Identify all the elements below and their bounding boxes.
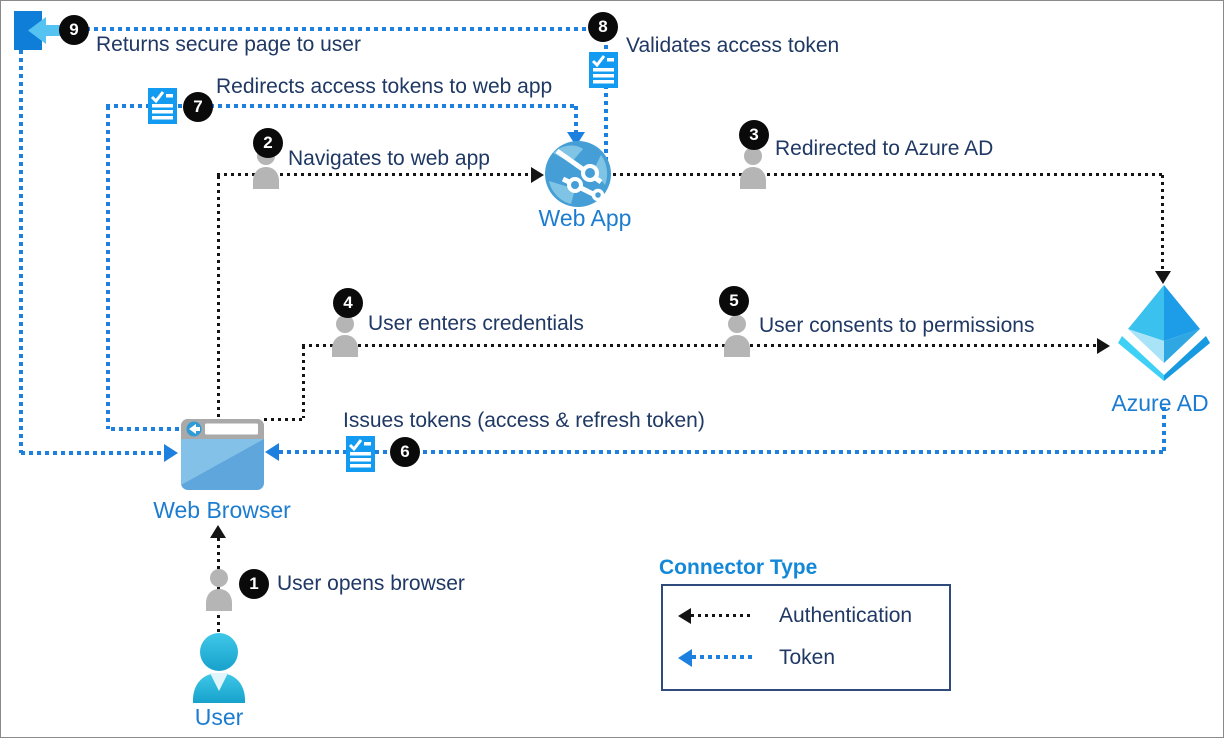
token-line-step7-exit — [111, 427, 182, 431]
legend-authentication-label: Authentication — [779, 604, 913, 627]
step-label-1: User opens browser — [277, 572, 465, 595]
step-badge-4: 4 — [333, 288, 363, 318]
step-label-8: Validates access token — [626, 34, 840, 57]
token-line-step9-top — [46, 27, 588, 31]
auth-line-step2-horizontal — [217, 173, 531, 176]
step-label-3: Redirected to Azure AD — [775, 137, 994, 160]
token-line-step7-across — [106, 104, 576, 108]
step-badge-6: 6 — [390, 437, 420, 467]
arrowhead-into-browser-right — [265, 443, 279, 461]
token-line-step7-drop — [574, 106, 578, 134]
token-line-step9-bottom — [21, 451, 164, 455]
step-badge-7: 7 — [183, 92, 213, 122]
step-label-5: User consents to permissions — [759, 314, 1035, 337]
arrowhead-into-webapp-left — [531, 167, 544, 183]
step-badge-5: 5 — [719, 286, 749, 316]
arrowhead-into-azuread-left — [1097, 338, 1110, 354]
legend-authentication-line — [691, 614, 751, 617]
user-icon — [189, 631, 249, 708]
step-label-2: Navigates to web app — [288, 147, 490, 170]
token-line-step9-left — [19, 50, 23, 453]
azure-ad-icon — [1118, 283, 1210, 386]
auth-line-step3-vertical — [1161, 175, 1164, 271]
user-label: User — [194, 704, 244, 730]
step-badge-2: 2 — [253, 128, 283, 158]
arrowhead-into-azuread-top — [1155, 271, 1171, 284]
token-line-step6-drop — [1162, 407, 1166, 453]
azure-ad-label: Azure AD — [1111, 390, 1209, 416]
token-icon — [346, 436, 375, 477]
web-app-globe-icon — [545, 141, 611, 212]
auth-line-step3-horizontal — [613, 173, 1164, 176]
legend-title: Connector Type — [659, 556, 818, 579]
legend-token-label: Token — [779, 646, 836, 669]
token-line-step6-across — [279, 450, 1166, 454]
person-icon — [738, 147, 768, 194]
web-browser-icon — [181, 419, 264, 495]
auth-line-step4-exit — [264, 418, 305, 421]
legend-token-arrowhead — [678, 649, 692, 667]
person-icon — [330, 315, 360, 362]
web-app-label: Web App — [538, 205, 632, 231]
token-icon — [148, 88, 177, 129]
web-browser-label: Web Browser — [153, 497, 291, 523]
auth-line-step2-vertical — [217, 176, 220, 420]
legend-box — [661, 584, 951, 691]
step-badge-3: 3 — [739, 120, 769, 150]
person-icon — [722, 315, 752, 362]
auth-line-step4-vertical — [302, 346, 305, 418]
step-label-7: Redirects access tokens to web app — [216, 75, 553, 98]
step-label-6: Issues tokens (access & refresh token) — [343, 409, 705, 432]
legend-authentication-arrowhead — [678, 608, 691, 624]
step-badge-8: 8 — [588, 12, 618, 42]
token-icon — [589, 52, 618, 93]
return-page-icon — [14, 11, 66, 56]
step-badge-9: 9 — [59, 15, 89, 45]
legend-token-line — [692, 655, 752, 659]
step-badge-1: 1 — [239, 569, 269, 599]
person-icon — [204, 569, 234, 616]
auth-line-step45-horizontal — [302, 344, 1097, 347]
token-line-step8-vertical — [604, 29, 608, 169]
token-line-step7-up — [106, 106, 110, 429]
arrowhead-into-browser-bottom — [210, 525, 226, 538]
step-label-9: Returns secure page to user — [96, 33, 361, 56]
step-label-4: User enters credentials — [368, 312, 584, 335]
arrowhead-into-browser-left — [164, 444, 178, 462]
